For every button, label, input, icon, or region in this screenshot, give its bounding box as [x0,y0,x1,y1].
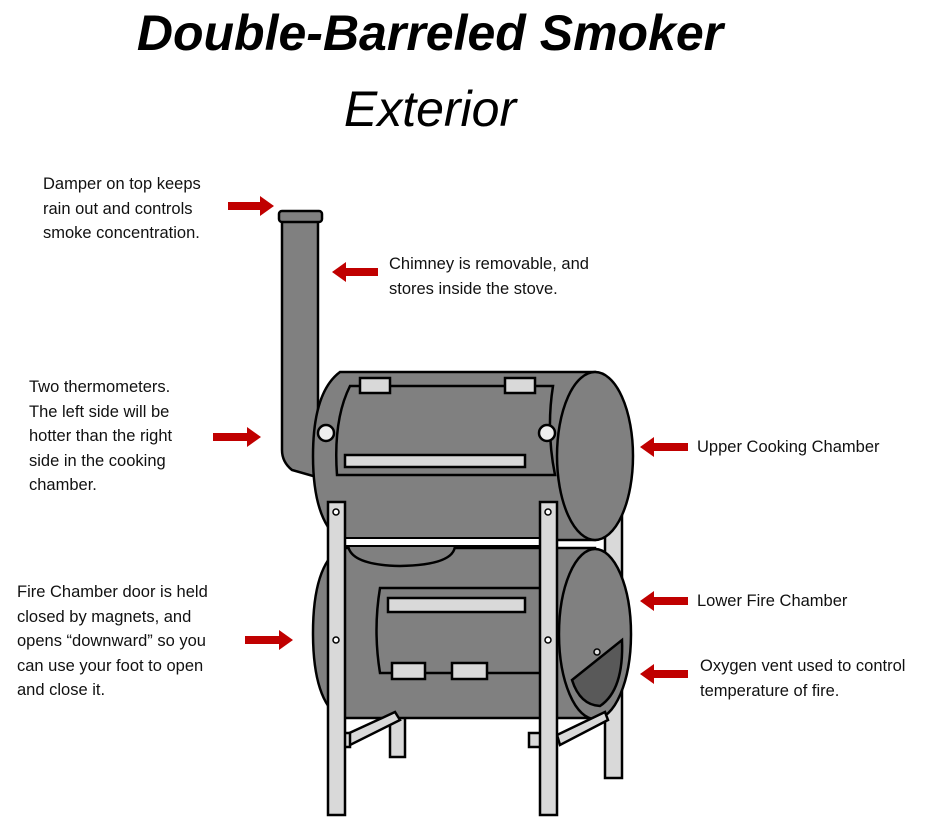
brace [555,710,610,747]
arrow-left-icon [640,664,688,684]
fire-door-handle [386,596,527,614]
label-upper-chamber: Upper Cooking Chamber [697,438,880,456]
diagram-subtitle: Exterior [343,81,517,137]
upper-door-handle [343,453,527,469]
label-lower-chamber: Lower Fire Chamber [697,592,848,610]
arrow-left-icon [332,262,378,282]
upper-door [334,384,557,477]
front-right-leg [538,500,559,817]
thermometer-icon [537,423,557,443]
label-fire-door: Fire Chamber door is held closed by magn… [17,583,208,699]
lower-bump [346,543,457,568]
arrow-left-icon [640,591,688,611]
diagram-title: Double-Barreled Smoker [136,5,724,61]
label-oxygen-vent: Oxygen vent used to control temperature … [700,657,906,700]
arrow-right-icon [228,196,274,216]
crossbar [344,537,541,547]
hinge [390,661,427,681]
arrow-right-icon [245,630,293,650]
hinge [503,376,537,395]
label-damper: Damper on top keeps rain out and control… [43,175,201,242]
label-thermometers: Two thermometers. The left side will be … [29,378,173,494]
hinge [450,661,489,681]
hinge [358,376,392,395]
label-chimney: Chimney is removable, and stores inside … [389,255,589,298]
damper-cap [277,209,324,224]
arrow-left-icon [640,437,688,457]
thermometer-icon [316,423,336,443]
arrow-right-icon [213,427,261,447]
upper-barrel-end [555,370,635,542]
front-left-leg [326,500,347,817]
oxygen-vent [570,637,624,708]
